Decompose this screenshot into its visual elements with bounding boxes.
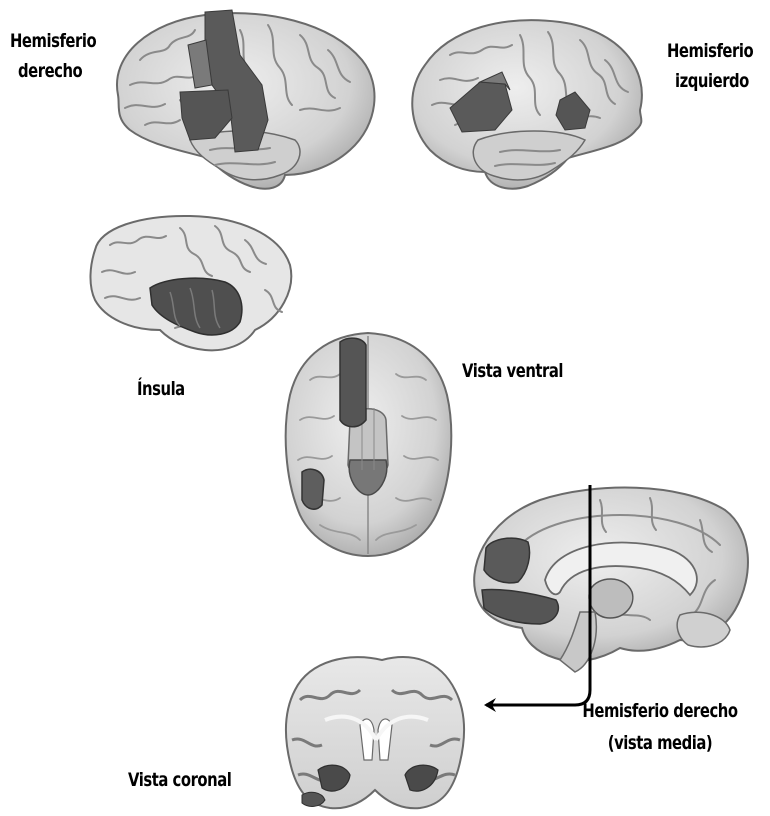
left-temporal-lobe bbox=[473, 131, 585, 180]
medial-view bbox=[474, 488, 748, 672]
label-left-hemisphere-line1: Hemisferio bbox=[667, 36, 753, 66]
coronal-slice-outline bbox=[286, 657, 464, 808]
coronal-view bbox=[286, 657, 464, 808]
ventral-view bbox=[286, 333, 452, 556]
label-medial-view-line1: Hemisferio derecho bbox=[570, 696, 749, 726]
left-hemisphere-lateral bbox=[412, 20, 642, 188]
insula-view bbox=[90, 216, 291, 350]
ventral-orbitofrontal-region bbox=[340, 338, 366, 427]
label-right-hemisphere-line1: Hemisferio bbox=[10, 26, 96, 56]
label-left-hemisphere-line2: izquierdo bbox=[675, 66, 749, 96]
right-hemisphere-lateral bbox=[117, 10, 375, 189]
label-right-hemisphere-line2: derecho bbox=[18, 56, 82, 86]
label-medial-view-line2: (vista media) bbox=[570, 728, 749, 758]
ventral-temporal-region bbox=[302, 469, 324, 509]
medial-prefrontal-region bbox=[484, 538, 530, 583]
label-coronal-view: Vista coronal bbox=[128, 765, 231, 795]
label-insula: Ínsula bbox=[137, 374, 185, 404]
label-ventral-view: Vista ventral bbox=[462, 356, 563, 386]
